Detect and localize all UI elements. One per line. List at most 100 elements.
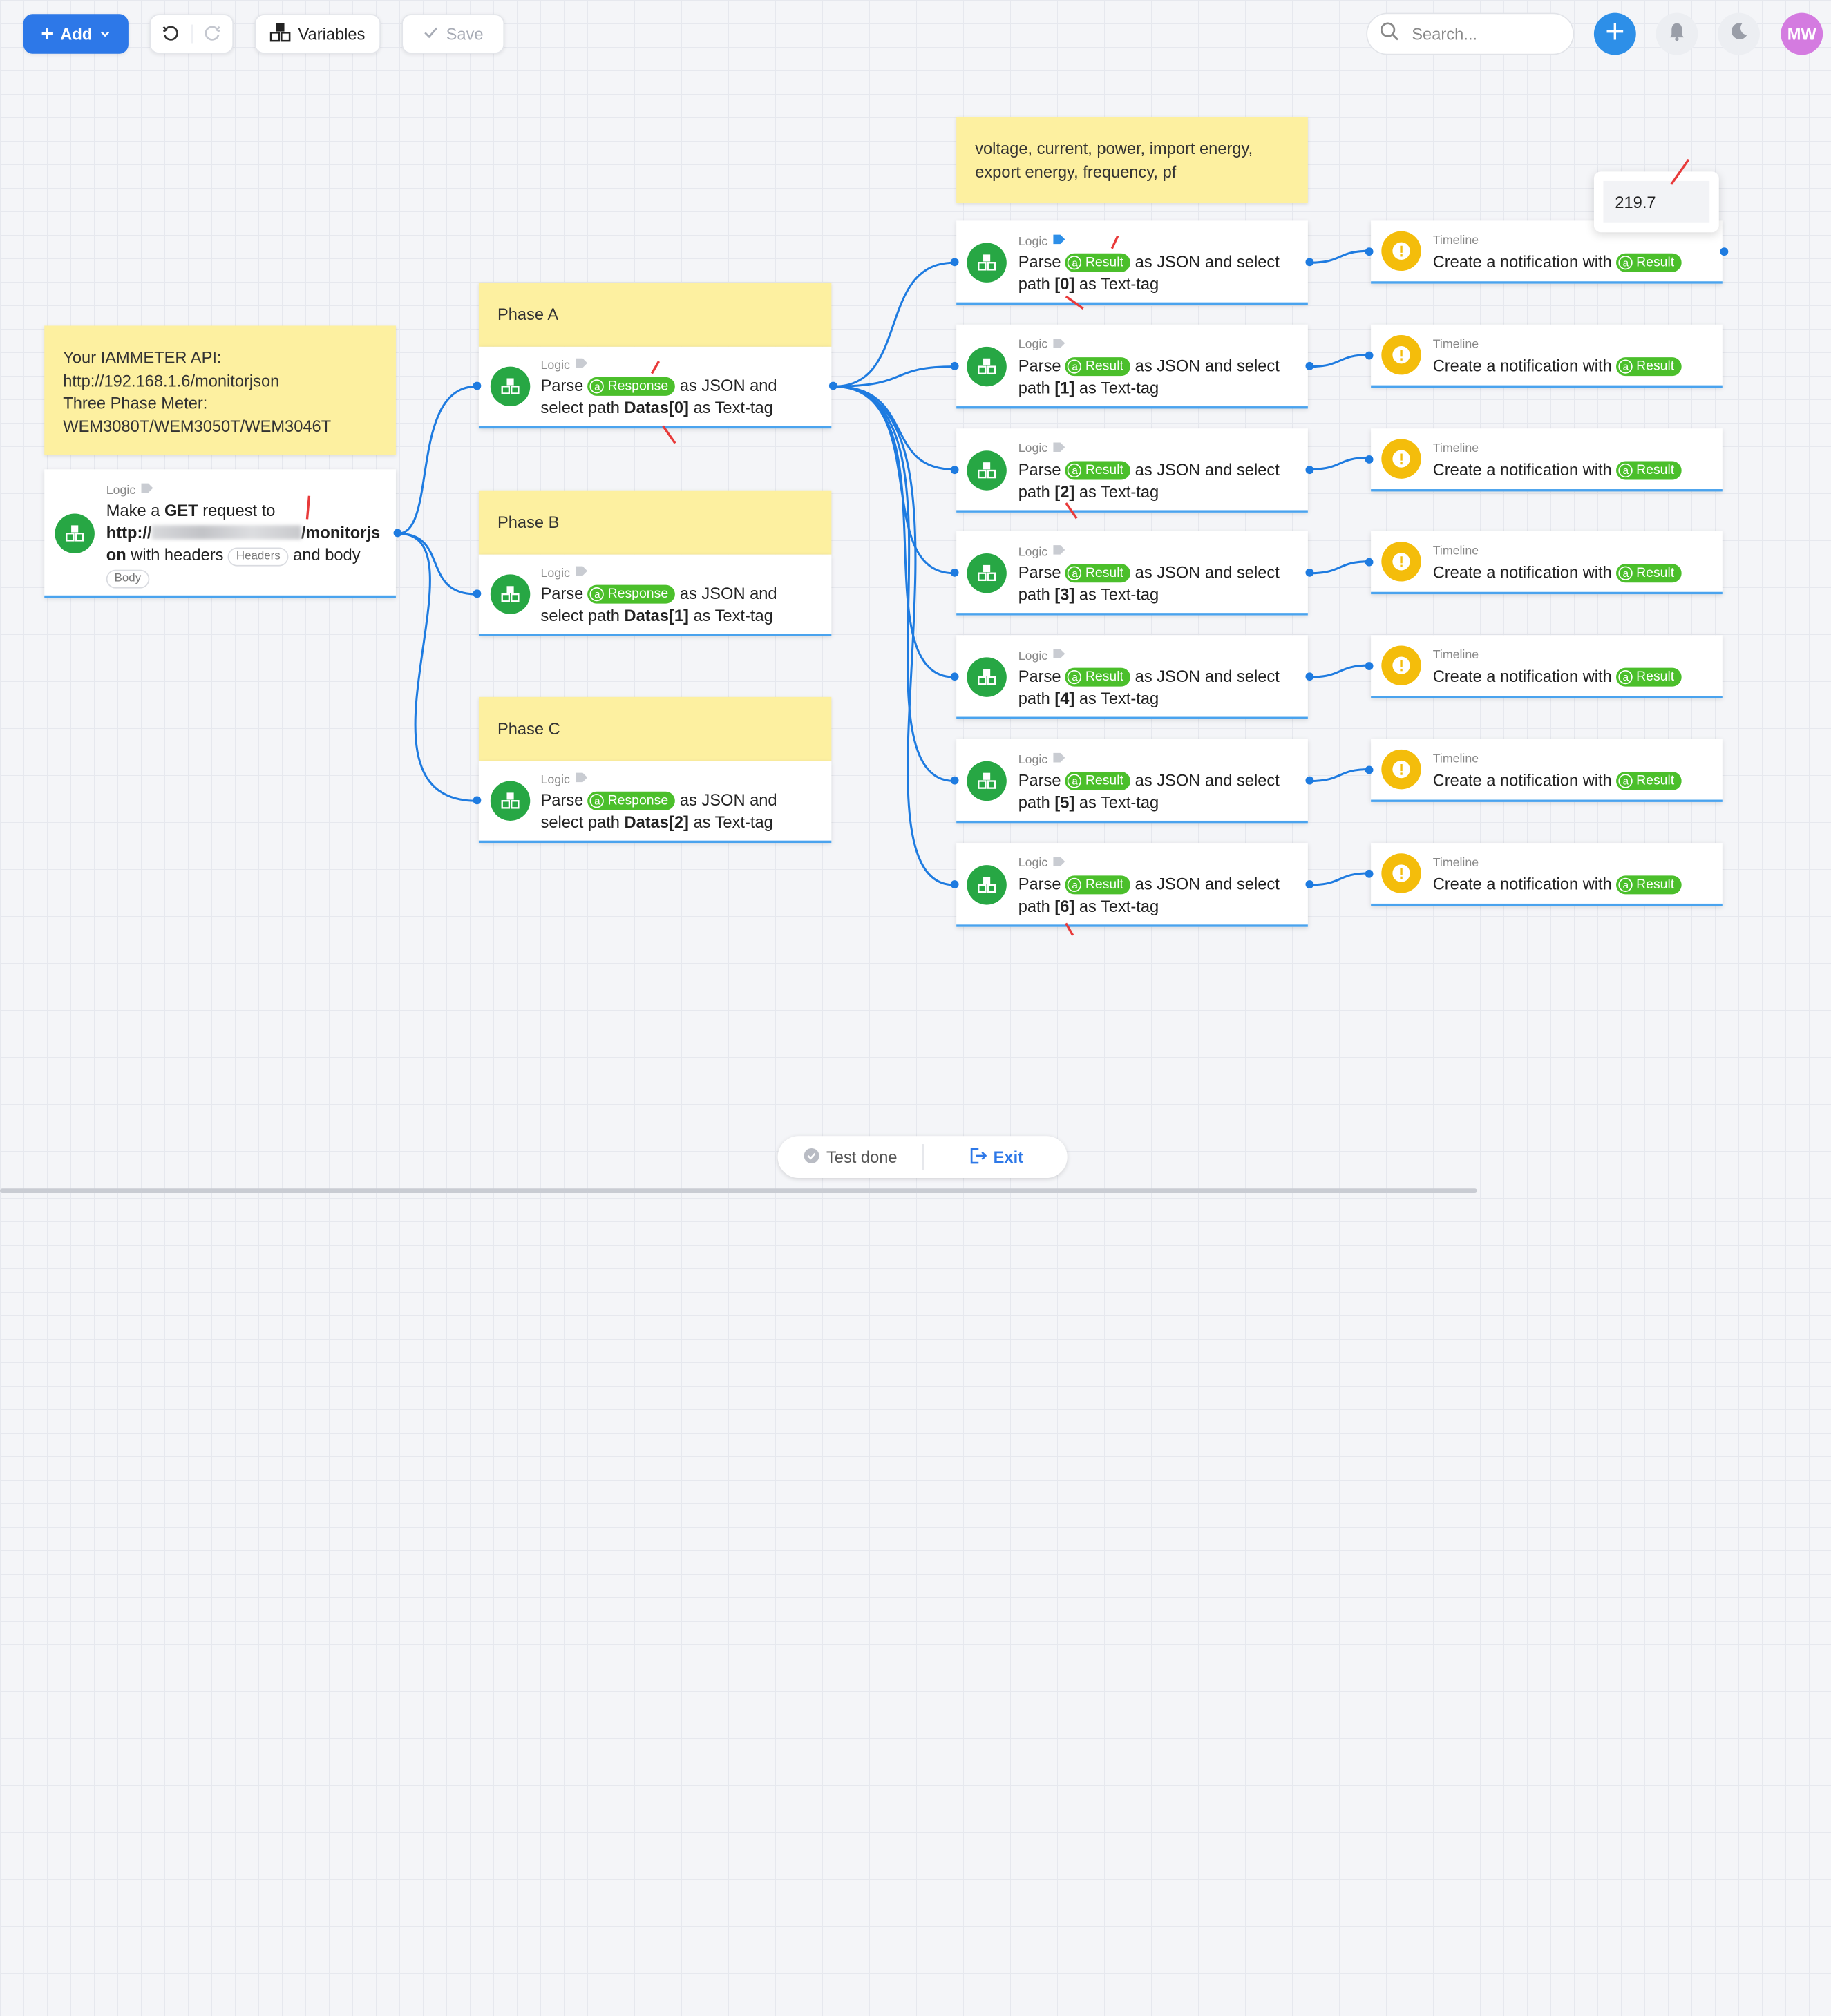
input-port[interactable]	[1365, 662, 1374, 671]
fields-note[interactable]: voltage, current, power, import energy, …	[956, 116, 1308, 204]
input-port[interactable]	[950, 672, 959, 681]
tag-icon[interactable]	[1052, 234, 1066, 249]
create-button[interactable]	[1593, 12, 1636, 55]
tag-icon[interactable]	[1052, 337, 1066, 352]
avatar[interactable]: MW	[1781, 12, 1823, 55]
phase-c-note[interactable]: Phase C	[478, 696, 832, 761]
card-text: as JSON and select	[1130, 770, 1280, 790]
output-port[interactable]	[1305, 776, 1314, 785]
input-port[interactable]	[1365, 351, 1374, 360]
input-port[interactable]	[1365, 247, 1374, 256]
input-port[interactable]	[1365, 869, 1374, 878]
horizontal-scrollbar[interactable]	[0, 1188, 1477, 1193]
dark-mode-button[interactable]	[1718, 12, 1760, 55]
tag-icon[interactable]	[1052, 544, 1066, 560]
input-port[interactable]	[950, 879, 959, 888]
save-button[interactable]: Save	[401, 14, 505, 54]
api-note-line: WEM3080T/WEM3050T/WEM3046T	[63, 416, 332, 435]
tag-icon[interactable]	[575, 565, 589, 580]
redo-icon[interactable]	[191, 24, 232, 44]
variables-button[interactable]: Variables	[254, 14, 381, 54]
input-port[interactable]	[1365, 765, 1374, 774]
input-port[interactable]	[950, 776, 959, 785]
search-input[interactable]	[1409, 23, 1566, 45]
input-port[interactable]	[473, 589, 482, 598]
phase-b-note[interactable]: Phase B	[478, 490, 832, 555]
api-note[interactable]: Your IAMMETER API: http://192.168.1.6/mo…	[44, 325, 396, 456]
input-port[interactable]	[473, 381, 482, 390]
output-port[interactable]	[1305, 465, 1314, 474]
input-port[interactable]	[1365, 455, 1374, 464]
headers-chip[interactable]: Headers	[228, 547, 289, 567]
variable-name: Result	[1085, 670, 1123, 685]
input-port[interactable]	[950, 258, 959, 267]
get-request-card[interactable]: Logic Make a GET request to http:///moni…	[44, 469, 396, 598]
input-port[interactable]	[1365, 558, 1374, 567]
tag-icon[interactable]	[1052, 441, 1066, 456]
add-button[interactable]: + Add	[23, 14, 129, 54]
output-port[interactable]	[393, 529, 402, 538]
tag-icon[interactable]	[575, 357, 589, 372]
tag-icon[interactable]	[1052, 752, 1066, 767]
tag-icon[interactable]	[140, 482, 154, 497]
avatar-initials: MW	[1787, 24, 1816, 44]
undo-icon[interactable]	[151, 24, 191, 43]
output-port[interactable]	[1305, 361, 1314, 370]
output-port[interactable]	[1720, 247, 1729, 256]
phase-a-note[interactable]: Phase A	[478, 282, 832, 347]
variable-name: Result	[1085, 256, 1123, 270]
input-port[interactable]	[950, 465, 959, 474]
variables-label: Variables	[298, 24, 366, 44]
tag-icon[interactable]	[1052, 855, 1066, 871]
tag-icon[interactable]	[575, 772, 589, 787]
output-port[interactable]	[828, 381, 837, 390]
output-port[interactable]	[1305, 879, 1314, 888]
body-chip[interactable]: Body	[106, 569, 149, 589]
output-port[interactable]	[1305, 258, 1314, 267]
input-port[interactable]	[473, 796, 482, 805]
tag-icon[interactable]	[1052, 648, 1066, 663]
output-port[interactable]	[1305, 569, 1314, 578]
fields-note-text: voltage, current, power, import energy, …	[975, 139, 1253, 181]
notifications-button[interactable]	[1656, 12, 1698, 55]
input-port[interactable]	[950, 361, 959, 370]
output-port[interactable]	[1305, 672, 1314, 681]
input-port[interactable]	[950, 569, 959, 578]
exit-button[interactable]: Exit	[924, 1146, 1068, 1168]
variable-icon: a	[1068, 670, 1082, 685]
